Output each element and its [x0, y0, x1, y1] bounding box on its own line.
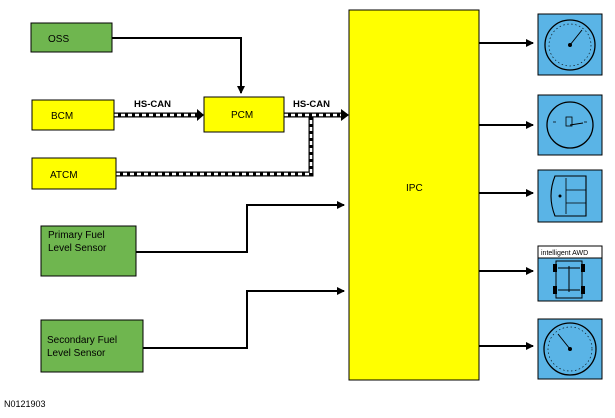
gauge-4-awd-display: intelligent AWD — [537, 245, 603, 302]
pcm-ipc-bus-label: HS-CAN — [293, 99, 330, 110]
gauge-2-fuel-gauge — [537, 94, 603, 156]
atcm-bus — [116, 115, 314, 177]
figure-id: N0121903 — [4, 399, 46, 409]
secondary-fuel-line — [143, 287, 345, 349]
gauge-3-indicator — [537, 169, 603, 223]
pcm-ipc-bus — [284, 109, 349, 121]
atcm-module: ATCM — [31, 157, 117, 190]
bcm-label: BCM — [51, 111, 73, 122]
primary-fuel-label-2: Level Sensor — [48, 243, 107, 254]
pcm-module: PCM — [203, 96, 285, 133]
ipc-module: IPC — [348, 9, 480, 381]
primary-fuel-line — [136, 201, 345, 253]
oss-label: OSS — [48, 34, 69, 45]
oss-to-pcm-line — [112, 37, 245, 94]
awd-label: intelligent AWD — [541, 250, 588, 257]
gauge-1-dial — [537, 13, 603, 76]
oss-module: OSS — [30, 22, 113, 53]
ipc-label: IPC — [406, 183, 423, 194]
gauge-5-speedometer — [537, 318, 603, 380]
secondary-fuel-label-1: Secondary Fuel — [47, 335, 117, 346]
primary-fuel-sensor: Primary Fuel Level Sensor — [40, 225, 137, 277]
bcm-pcm-bus — [114, 109, 204, 121]
secondary-fuel-sensor: Secondary Fuel Level Sensor — [40, 319, 144, 373]
secondary-fuel-label-2: Level Sensor — [47, 348, 106, 359]
pcm-label: PCM — [231, 110, 253, 121]
awd-vehicle-icon — [553, 260, 585, 299]
bcm-module: BCM — [31, 99, 115, 131]
bcm-pcm-bus-label: HS-CAN — [134, 99, 171, 110]
primary-fuel-label-1: Primary Fuel — [48, 230, 105, 241]
atcm-label: ATCM — [50, 170, 78, 181]
